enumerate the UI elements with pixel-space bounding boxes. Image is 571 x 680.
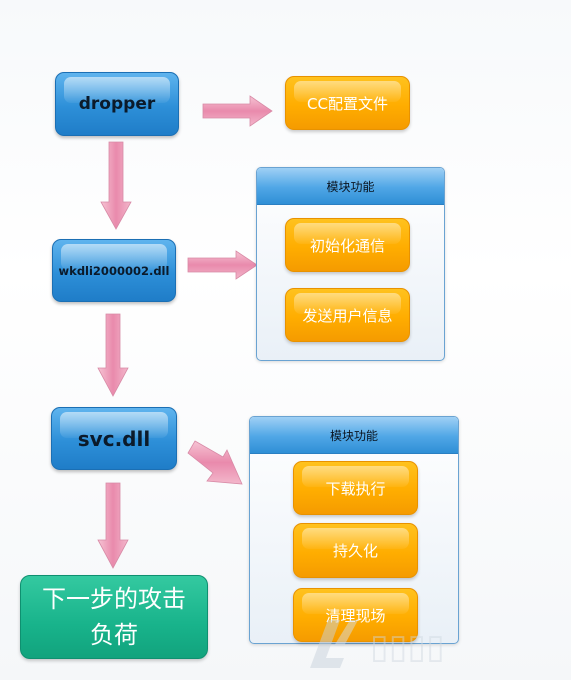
panel-2-item-label: 持久化: [332, 542, 378, 560]
panel-1-header: 模块功能: [257, 168, 444, 205]
panel-1-item-init-comm: 初始化通信: [285, 218, 410, 272]
node-dropper-label: dropper: [78, 94, 156, 114]
panel-1-item-label: 初始化通信: [309, 236, 385, 255]
panel-2-item-label: 清理现场: [325, 606, 386, 625]
arrow-dropper-to-wkdl: [100, 141, 132, 230]
node-wkdl: wkdli2000002.dll: [52, 239, 176, 302]
arrow-dropper-to-cc: [202, 95, 273, 127]
arrow-svc-to-panel2: [187, 440, 243, 485]
node-wkdl-label: wkdli2000002.dll: [58, 263, 170, 278]
node-next-payload: 下一步的攻击负荷: [20, 575, 208, 659]
arrow-wkdl-to-svc: [97, 313, 129, 397]
panel-2-header: 模块功能: [250, 417, 458, 454]
node-next-payload-label: 下一步的攻击负荷: [42, 585, 186, 649]
panel-module-functions-2: 模块功能 下载执行 持久化 清理现场: [249, 416, 459, 644]
node-svc-label: svc.dll: [77, 426, 151, 451]
panel-2-title: 模块功能: [329, 428, 378, 443]
panel-1-title: 模块功能: [326, 179, 375, 194]
panel-2-item-cleanup: 清理现场: [293, 588, 418, 642]
node-cc-config-label: CC配置文件: [307, 94, 388, 113]
panel-module-functions-1: 模块功能 初始化通信 发送用户信息: [256, 167, 445, 361]
panel-2-item-download-exec: 下载执行: [293, 461, 418, 515]
svg-text:▯▯▯▯: ▯▯▯▯: [370, 627, 445, 667]
arrow-wkdl-to-panel1: [187, 250, 258, 280]
panel-2-item-label: 下载执行: [325, 479, 386, 498]
node-dropper: dropper: [55, 72, 179, 136]
node-cc-config: CC配置文件: [285, 76, 410, 130]
panel-1-item-send-user-info: 发送用户信息: [285, 288, 410, 342]
panel-1-item-label: 发送用户信息: [302, 306, 393, 325]
panel-2-item-persistence: 持久化: [293, 523, 418, 578]
watermark-logo: ▯▯▯▯: [310, 620, 445, 668]
node-svc: svc.dll: [51, 407, 177, 470]
arrow-svc-to-next: [97, 482, 129, 569]
